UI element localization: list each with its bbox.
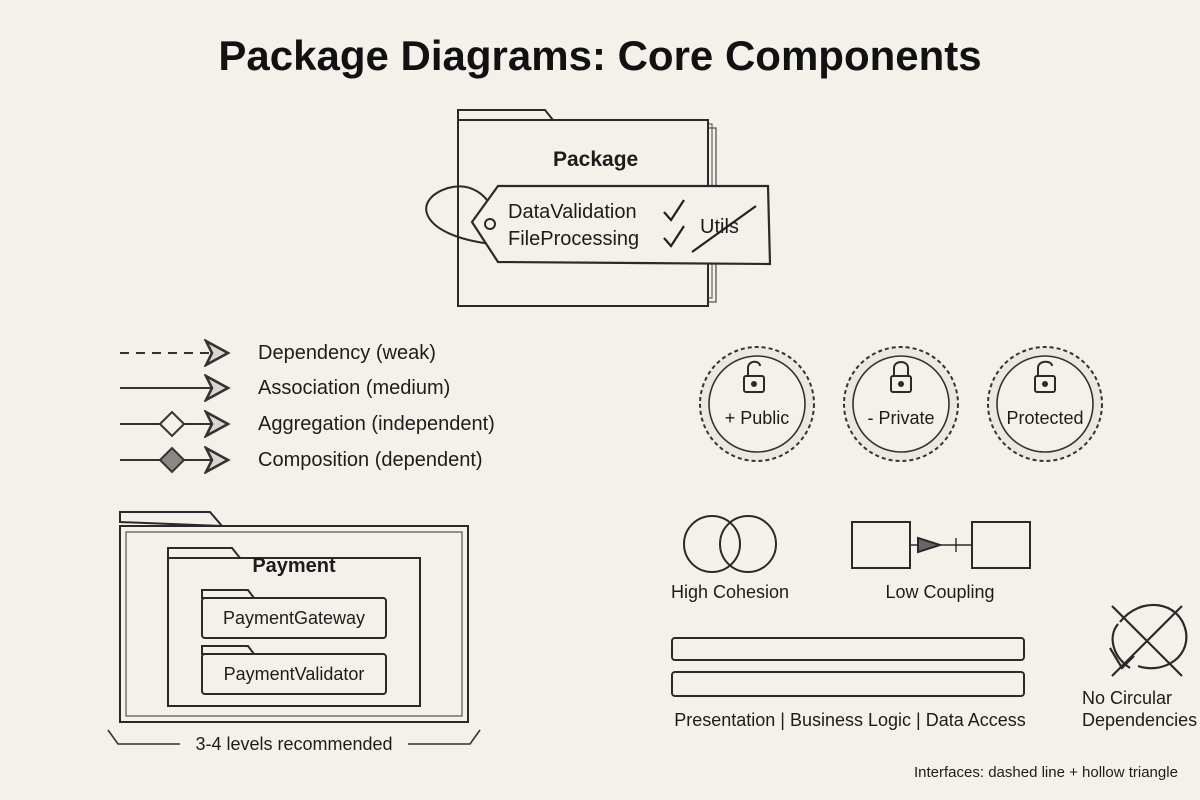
footnote: Interfaces: dashed line + hollow triangl… <box>914 764 1178 781</box>
legend-dependency-label: Dependency (weak) <box>258 342 436 364</box>
visibility-badge-public <box>699 346 815 462</box>
coupling-icon <box>851 521 1031 569</box>
high-cohesion-label: High Cohesion <box>670 582 790 602</box>
nested-package-label: Payment <box>252 555 336 577</box>
no-circular-label-line1: No Circular <box>1082 688 1173 708</box>
visibility-protected-label: Protected <box>1006 408 1084 428</box>
legend-composition-label: Composition (dependent) <box>258 449 483 471</box>
visibility-badge-private <box>843 346 959 462</box>
checkmark-icon <box>663 199 685 222</box>
tag-item-rejected-utils: Utils <box>700 216 739 238</box>
nested-child-paymentgateway: PaymentGateway <box>222 608 366 628</box>
half-locked-padlock-icon <box>1034 360 1056 393</box>
visibility-public-label: + Public <box>724 408 790 428</box>
layers-label: Presentation | Business Logic | Data Acc… <box>674 710 1026 730</box>
strikethrough-icon <box>691 205 757 253</box>
cohesion-icon <box>683 515 777 573</box>
layer-bars <box>671 637 1025 697</box>
no-circular-label-line2: Dependencies <box>1082 710 1198 730</box>
tag-item-datavalidation: DataValidation <box>508 201 637 223</box>
nesting-caption: 3-4 levels recommended <box>195 734 393 754</box>
low-coupling-label: Low Coupling <box>885 582 995 602</box>
checkmark-icon <box>663 225 685 248</box>
nested-child-paymentvalidator: PaymentValidator <box>223 664 365 684</box>
visibility-private-label: - Private <box>867 408 935 428</box>
unlocked-padlock-icon <box>743 360 765 393</box>
nested-package-folder <box>119 511 469 723</box>
levels-bracket <box>107 729 481 745</box>
page-title: Package Diagrams: Core Components <box>218 32 982 79</box>
tag-item-fileprocessing: FileProcessing <box>508 228 640 250</box>
locked-padlock-icon <box>890 361 912 393</box>
visibility-badge-protected <box>987 346 1103 462</box>
package-label: Package <box>553 148 639 171</box>
relationship-legend <box>120 353 228 472</box>
legend-association-label: Association (medium) <box>258 377 451 399</box>
package-tag <box>425 184 772 266</box>
no-circular-icon <box>1109 603 1188 677</box>
legend-aggregation-label: Aggregation (independent) <box>258 413 495 435</box>
